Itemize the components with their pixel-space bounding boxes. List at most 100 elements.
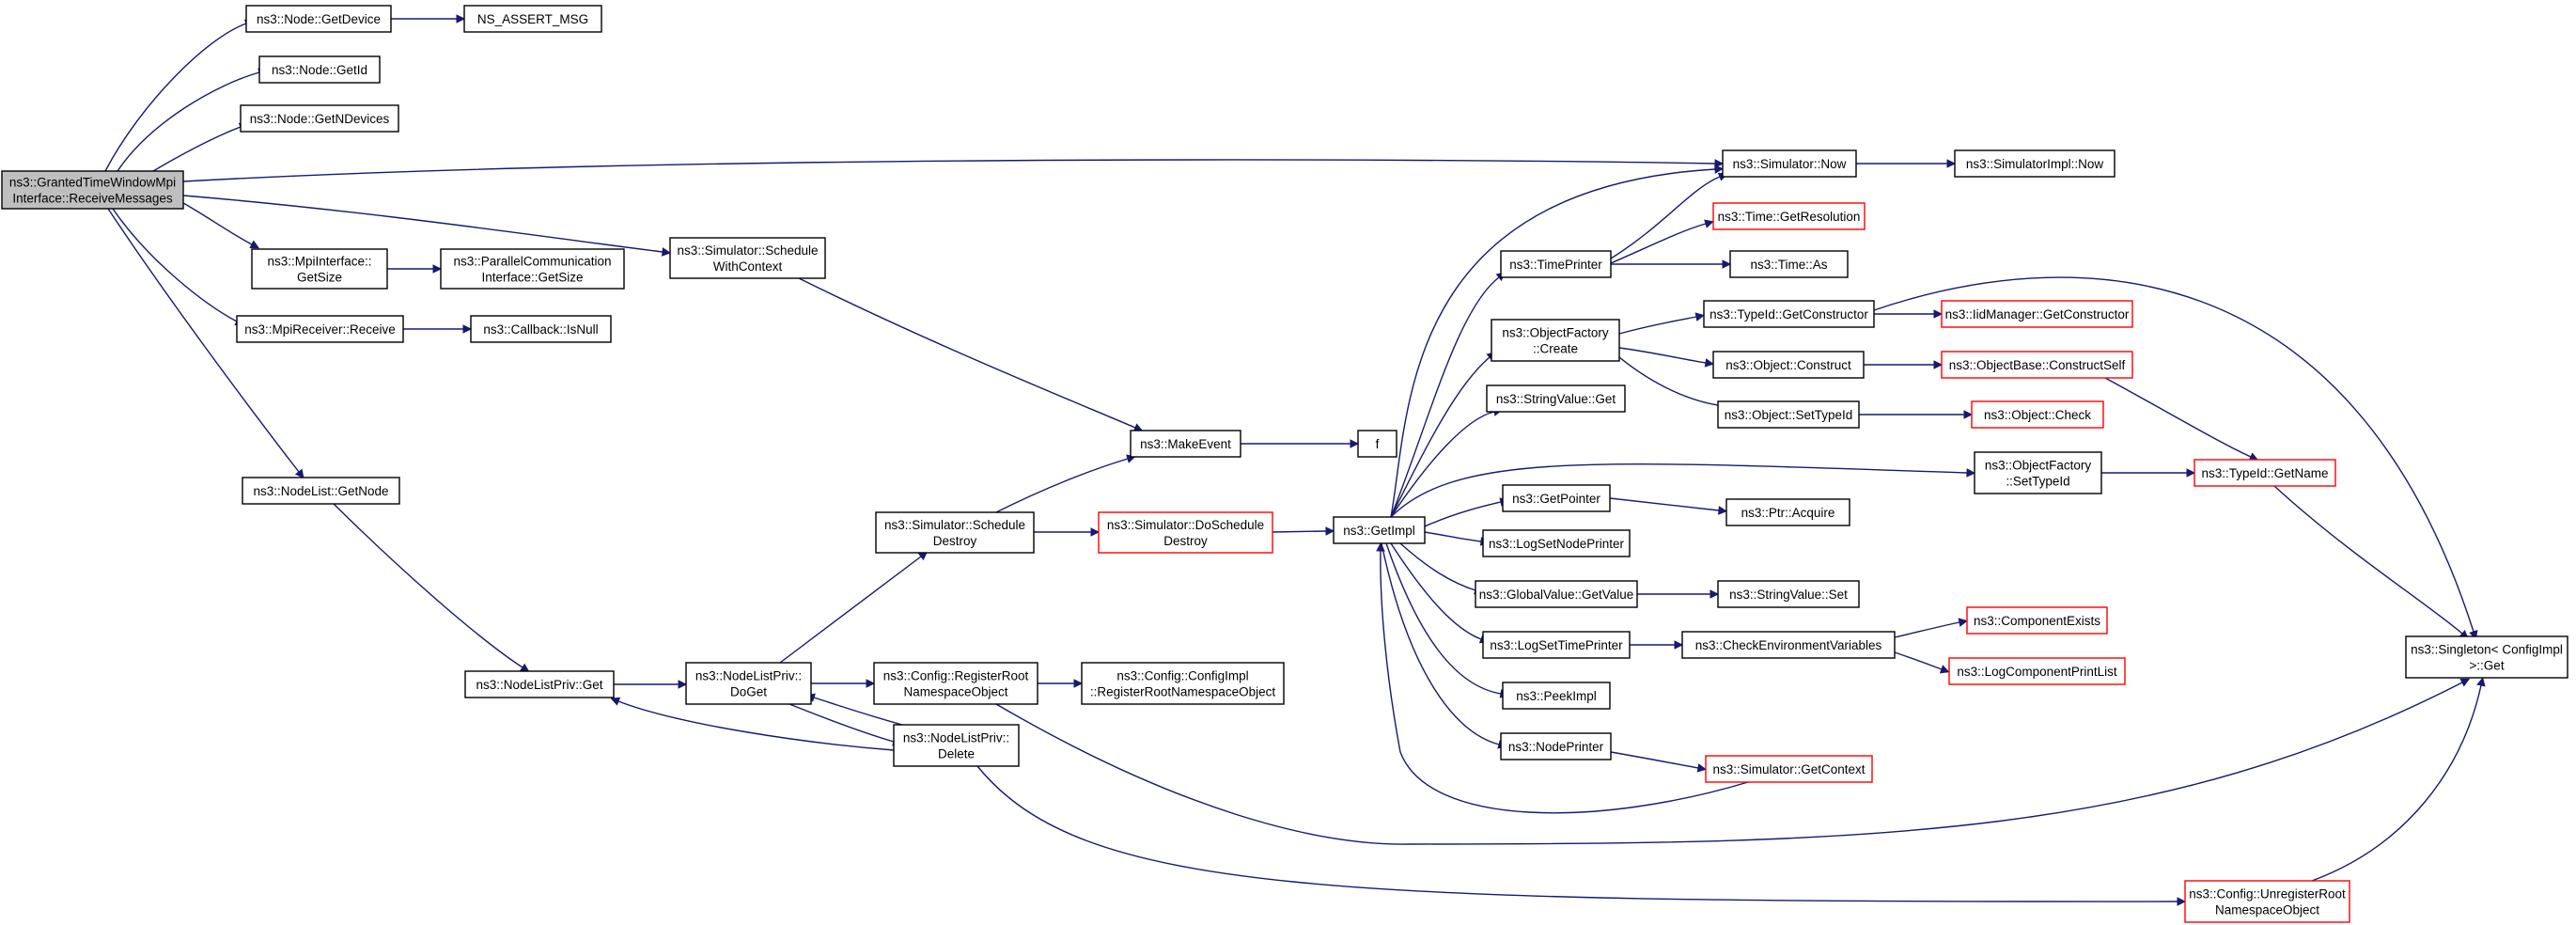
node-objsettypeid[interactable]: ns3::Object::SetTypeId <box>1717 400 1860 429</box>
edge-line <box>788 703 895 743</box>
node-box <box>1333 516 1426 544</box>
node-gvgetvalue[interactable]: ns3::GlobalValue::GetValue <box>1475 580 1638 608</box>
node-nlpget[interactable]: ns3::NodeListPriv::Get <box>464 670 615 698</box>
node-objfactcreate[interactable]: ns3::ObjectFactory::Create <box>1491 319 1620 362</box>
node-mpirecv[interactable]: ns3::MpiReceiver::Receive <box>236 315 404 343</box>
node-box <box>873 662 1038 705</box>
node-label: ns3::GetPointer <box>1512 492 1600 506</box>
node-makeevent[interactable]: ns3::MakeEvent <box>1130 430 1241 458</box>
edge-line <box>1390 168 1716 518</box>
node-objfactsettid[interactable]: ns3::ObjectFactory::SetTypeId <box>1974 451 2102 494</box>
node-timeas[interactable]: ns3::Time::As <box>1729 250 1849 278</box>
node-box <box>1357 430 1397 458</box>
node-checkenv[interactable]: ns3::CheckEnvironmentVariables <box>1681 631 1896 659</box>
edge-getimpl-to-strvalget <box>1390 407 1503 518</box>
edge-nlpdelete-to-unregroot <box>976 765 2187 906</box>
node-mpigetsize[interactable]: ns3::MpiInterface::GetSize <box>251 248 388 290</box>
node-simnow[interactable]: ns3::Simulator::Now <box>1722 149 1857 178</box>
node-ptracquire[interactable]: ns3::Ptr::Acquire <box>1725 498 1850 526</box>
node-objbasector[interactable]: ns3::ObjectBase::ConstructSelf <box>1941 351 2133 379</box>
node-peekimpl[interactable]: ns3::PeekImpl <box>1502 682 1611 710</box>
node-label: ns3::Time::As <box>1750 258 1827 272</box>
node-objcheck[interactable]: ns3::Object::Check <box>1971 400 2104 429</box>
node-logsettimep[interactable]: ns3::LogSetTimePrinter <box>1482 631 1631 659</box>
edge-line <box>1894 651 1943 670</box>
node-f[interactable]: f <box>1357 430 1397 458</box>
arrowhead <box>432 264 443 274</box>
node-strvalset[interactable]: ns3::StringValue::Set <box>1717 580 1860 608</box>
node-getdevice[interactable]: ns3::Node::GetDevice <box>245 5 392 33</box>
edge-line <box>182 195 664 253</box>
node-label: ns3::Singleton< ConfigImpl <box>2411 643 2563 657</box>
nodes: ns3::GrantedTimeWindowMpiInterface::Rece… <box>1 5 2568 923</box>
node-nodeprinter[interactable]: ns3::NodePrinter <box>1500 732 1612 760</box>
edges <box>104 14 2486 906</box>
node-regroot[interactable]: ns3::Config::RegisterRootNamespaceObject <box>873 662 1038 705</box>
node-box <box>1502 682 1611 710</box>
node-label: ns3::NodeList::GetNode <box>253 484 388 498</box>
node-objconstruct[interactable]: ns3::Object::Construct <box>1712 351 1865 379</box>
node-box <box>1500 250 1612 278</box>
node-label: ns3::StringValue::Get <box>1496 392 1616 406</box>
node-box <box>245 5 392 33</box>
node-getndev[interactable]: ns3::Node::GetNDevices <box>240 104 399 133</box>
arrowhead <box>1090 527 1101 537</box>
node-logcompprint[interactable]: ns3::LogComponentPrintList <box>1948 657 2126 685</box>
arrowhead <box>1350 439 1360 448</box>
node-unregroot[interactable]: ns3::Config::UnregisterRootNamespaceObje… <box>2184 880 2350 923</box>
edge-getdevice-to-assert <box>391 14 466 24</box>
node-simgetctx[interactable]: ns3::Simulator::GetContext <box>1705 755 1873 783</box>
edge-getimpl-to-gvgetvalue <box>1399 542 1484 595</box>
node-nlpdelete[interactable]: ns3::NodeListPriv::Delete <box>893 724 1020 767</box>
node-cfgimplreg[interactable]: ns3::Config::ConfigImpl::RegisterRootNam… <box>1081 662 1285 705</box>
node-timegetres[interactable]: ns3::Time::GetResolution <box>1712 202 1866 230</box>
edge-objconstruct-to-objbasector <box>1864 360 1944 369</box>
node-label: ns3::TypeId::GetName <box>2201 466 2328 480</box>
node-isnull[interactable]: ns3::Callback::IsNull <box>470 315 612 343</box>
node-getimpl[interactable]: ns3::GetImpl <box>1333 516 1426 544</box>
node-simimplnow[interactable]: ns3::SimulatorImpl::Now <box>1954 149 2115 178</box>
edge-checkenv-to-logcompprint <box>1894 651 1950 674</box>
node-assert[interactable]: NS_ASSERT_MSG <box>463 5 602 33</box>
node-root[interactable]: ns3::GrantedTimeWindowMpiInterface::Rece… <box>1 170 184 210</box>
node-nlpdoget[interactable]: ns3::NodeListPriv::DoGet <box>685 662 812 705</box>
node-timeprinter[interactable]: ns3::TimePrinter <box>1500 250 1612 278</box>
node-getid[interactable]: ns3::Node::GetId <box>258 55 381 84</box>
edge-simgetctx-to-getimpl <box>1376 541 1749 814</box>
node-label: ns3::Callback::IsNull <box>483 322 598 337</box>
node-iidmgrctor[interactable]: ns3::IidManager::GetConstructor <box>1941 300 2133 328</box>
edge-line <box>112 208 238 322</box>
node-singleton[interactable]: ns3::Singleton< ConfigImpl >::Get <box>2405 635 2568 679</box>
node-label: Destroy <box>933 534 977 548</box>
edge-root-to-simnow <box>182 159 1725 182</box>
node-label: ns3::Config::UnregisterRoot <box>2189 887 2346 901</box>
edge-mpigetsize-to-parcomm <box>387 264 443 274</box>
arrowhead <box>456 14 466 24</box>
node-compexists[interactable]: ns3::ComponentExists <box>1966 606 2108 635</box>
node-typeidgetctor[interactable]: ns3::TypeId::GetConstructor <box>1703 300 1875 328</box>
node-label: NamespaceObject <box>2215 903 2319 917</box>
node-parcomm[interactable]: ns3::ParallelCommunicationInterface::Get… <box>440 248 625 290</box>
node-typeidgetname[interactable]: ns3::TypeId::GetName <box>2194 459 2336 487</box>
node-label: ns3::Simulator::DoSchedule <box>1107 518 1264 532</box>
edge-objsettypeid-to-objcheck <box>1859 410 1974 419</box>
node-box <box>1717 580 1860 608</box>
edge-timeprinter-to-timeas <box>1611 259 1732 269</box>
node-strvalget[interactable]: ns3::StringValue::Get <box>1486 384 1626 413</box>
edge-line <box>995 458 1129 513</box>
node-box <box>1722 149 1857 178</box>
edge-nlgetnode-to-nlpget <box>333 503 530 672</box>
node-getpointer[interactable]: ns3::GetPointer <box>1502 484 1611 512</box>
edge-schedestroy-to-makeevent <box>995 454 1136 513</box>
edge-mpirecv-to-isnull <box>403 324 473 334</box>
node-logsetnodep[interactable]: ns3::LogSetNodePrinter <box>1482 529 1631 557</box>
node-box <box>1500 732 1612 760</box>
node-label: ns3::ComponentExists <box>1974 614 2100 628</box>
arrowhead <box>1714 165 1725 174</box>
node-nlgetnode[interactable]: ns3::NodeList::GetNode <box>242 477 400 505</box>
node-box <box>463 5 602 33</box>
edge-root-to-getndev <box>140 122 249 180</box>
